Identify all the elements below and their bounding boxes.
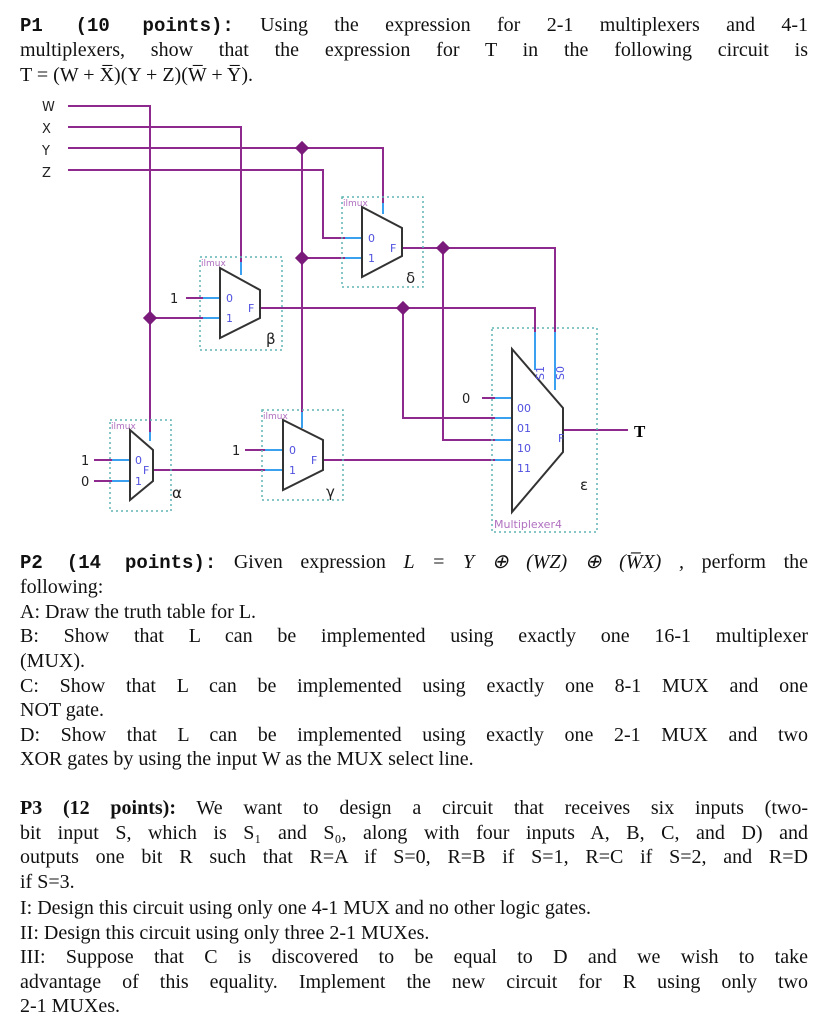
svg-text:01: 01 (517, 422, 531, 435)
svg-text:10: 10 (517, 442, 531, 455)
svg-text:00: 00 (517, 402, 531, 415)
p2-line: A: Draw the truth table for L. (20, 601, 257, 623)
svg-text:S1: S1 (534, 366, 547, 380)
svg-text:F: F (311, 454, 317, 467)
delta-label: δ (406, 269, 415, 287)
wire-delta-out (402, 247, 556, 332)
svg-text:0: 0 (226, 292, 233, 305)
svg-text:0: 0 (135, 454, 142, 467)
svg-text:0: 0 (81, 475, 89, 490)
p3-line: if S=3. (20, 871, 75, 893)
mux-beta: ilmux 0 1 F β 1 (170, 256, 283, 351)
svg-text:1: 1 (81, 454, 89, 469)
p3-heading: P3 (12 points): (20, 797, 176, 819)
svg-text:0: 0 (462, 392, 470, 407)
p3-line: I: Design this circuit using only one 4-… (20, 897, 592, 919)
input-w-label: W (42, 100, 55, 115)
output-t-label: T (634, 422, 646, 441)
input-z-label: Z (42, 166, 51, 181)
p2-line: following: (20, 576, 104, 598)
p1-heading: P1 (10 points): (20, 15, 234, 37)
alpha-label: α (172, 484, 182, 502)
p2-line: (MUX). (20, 650, 85, 672)
svg-text:1: 1 (135, 475, 142, 488)
svg-text:ilmux: ilmux (343, 199, 368, 209)
svg-text:1: 1 (226, 312, 233, 325)
p2-line-1: P2 (14 points): Given expression L = Y ⊕… (20, 550, 808, 575)
p2-heading: P2 (14 points): (20, 552, 217, 574)
p2-line: XOR gates by using the input W as the MU… (20, 748, 474, 770)
p2-line: B: Show that L can be implemented using … (20, 625, 808, 647)
wire-y (68, 147, 384, 203)
p3-line: outputs one bit R such that R=A if S=0, … (20, 846, 808, 868)
p3-line: bit input S, which is S₁ and S₀, along w… (20, 822, 808, 844)
svg-text:F: F (248, 302, 254, 315)
p2-text-end: perform the (701, 551, 809, 573)
p3-line-1: P3 (12 points): We want to design a circ… (20, 796, 808, 820)
wire-delta-10 (442, 248, 495, 441)
wire-beta-out (260, 307, 536, 332)
p3-text: We want to design a circuit that receive… (196, 797, 808, 819)
mux4-epsilon: 00 01 10 11 F S1 S0 0 ε Multiplexer4 (462, 327, 598, 533)
mux4-tag: Multiplexer4 (494, 518, 562, 531)
svg-text:1: 1 (289, 464, 296, 477)
p1-line-1: P1 (10 points): Using the expression for… (20, 13, 808, 38)
wire-alpha-inputs (94, 459, 112, 482)
p3-line: III: Suppose that C is discovered to be … (20, 946, 808, 968)
gamma-label: γ (326, 483, 335, 501)
svg-text:1: 1 (368, 252, 375, 265)
svg-text:1: 1 (170, 292, 178, 307)
p3-line: advantage of this equality. Implement th… (20, 971, 808, 993)
p2-expression: L = Y ⊕ (WZ) ⊕ (W̅X) , (403, 551, 684, 573)
p3-line: 2-1 MUXes. (20, 995, 120, 1017)
input-y-label: Y (41, 144, 50, 159)
input-x-label: X (42, 122, 51, 137)
beta-label: β (266, 330, 276, 348)
p1-text: Using the expression for 2-1 multiplexer… (260, 14, 809, 36)
epsilon-label: ε (580, 476, 588, 494)
svg-text:11: 11 (517, 462, 531, 475)
svg-text:ilmux: ilmux (111, 422, 136, 432)
svg-text:1: 1 (232, 444, 240, 459)
svg-text:0: 0 (289, 444, 296, 457)
svg-text:F: F (390, 242, 396, 255)
mux-alpha: ilmux 0 1 F α 1 0 (81, 419, 182, 512)
p2-text: Given expression (233, 551, 386, 573)
p2-line: D: Show that L can be implemented using … (20, 724, 808, 746)
p2-line: NOT gate. (20, 699, 105, 721)
p3-line: II: Design this circuit using only three… (20, 922, 430, 944)
svg-text:F: F (143, 464, 149, 477)
wire-beta-01 (402, 308, 495, 419)
pins (112, 203, 556, 482)
p1-line-2: multiplexers, show that the expression f… (20, 39, 808, 61)
wires (68, 105, 628, 482)
svg-text:F: F (558, 432, 564, 445)
mux-delta: ilmux 0 1 F δ (341, 196, 424, 288)
wire-w (68, 105, 151, 432)
svg-text:0: 0 (368, 232, 375, 245)
p1-formula: T = (W + X̅)(Y + Z)(W̅ + Y̅). (20, 64, 254, 86)
junctions (142, 140, 451, 326)
svg-text:ilmux: ilmux (201, 259, 226, 269)
mux-gamma: ilmux 0 1 F γ 1 (232, 409, 344, 501)
input-labels: W X Y Z (41, 100, 55, 181)
svg-text:S0: S0 (554, 366, 567, 380)
p2-line: C: Show that L can be implemented using … (20, 675, 808, 697)
circuit-diagram: W X Y Z ilmux (41, 100, 646, 533)
wire-z (68, 169, 345, 239)
svg-text:ilmux: ilmux (263, 412, 288, 422)
wire-x (68, 126, 242, 262)
